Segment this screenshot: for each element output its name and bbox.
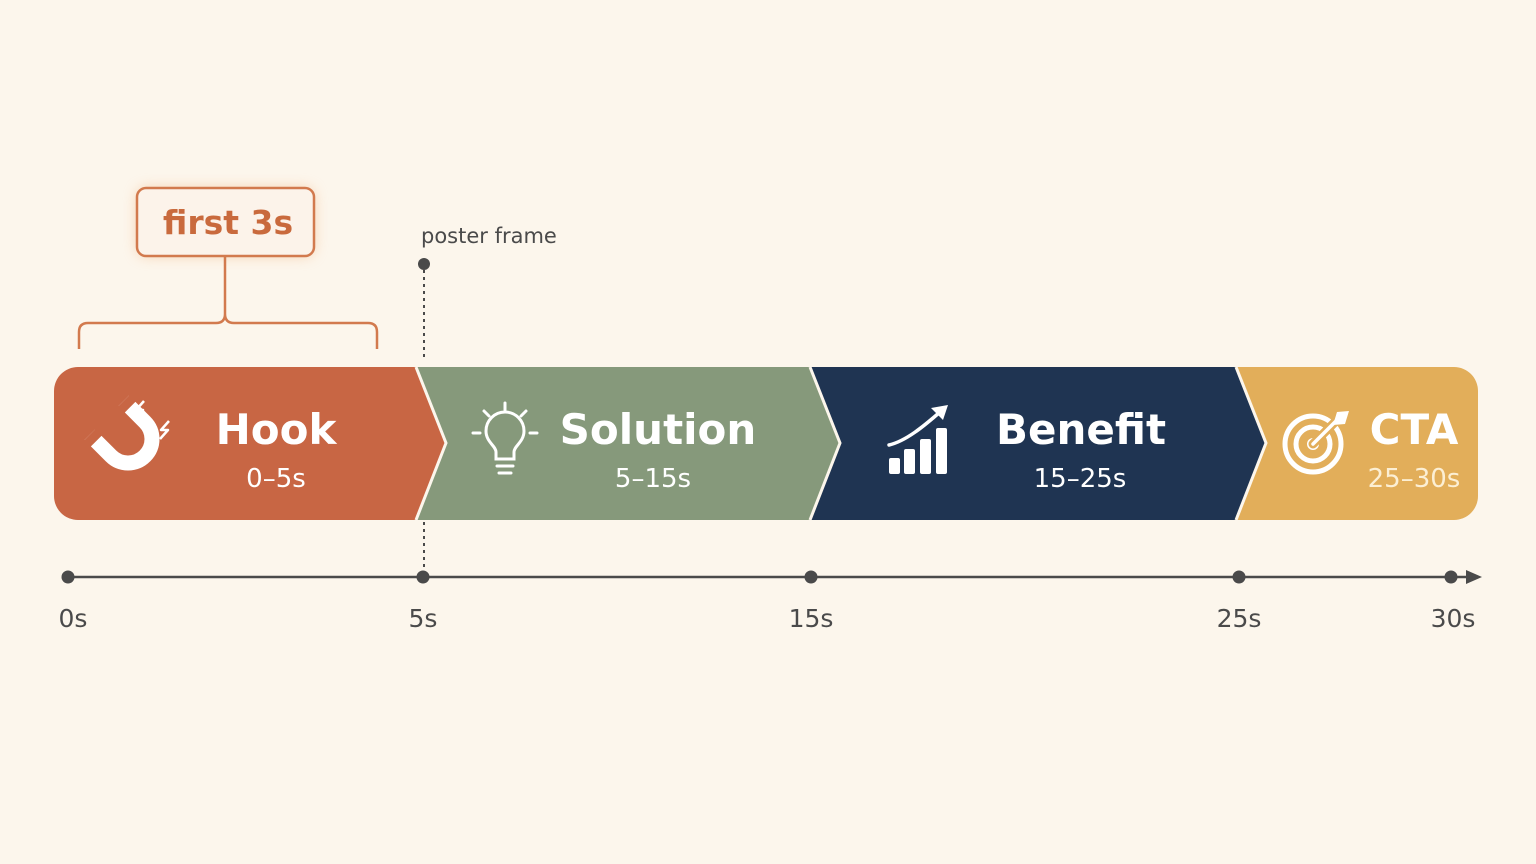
- axis-tick-dot-30s: [1444, 570, 1458, 584]
- time-axis: 0s 5s 15s 25s 30s: [59, 570, 1482, 633]
- hook-range: 0–5s: [246, 464, 306, 494]
- axis-tick-label-5s: 5s: [409, 604, 438, 633]
- divider-benefit-cta: [1234, 367, 1268, 520]
- first-3s-callout: first 3s: [77, 186, 379, 349]
- segment-solution: [416, 367, 840, 520]
- cta-range: 25–30s: [1368, 464, 1461, 494]
- solution-title: Solution: [560, 405, 757, 454]
- solution-range: 5–15s: [615, 464, 691, 494]
- segment-bar: [54, 367, 1478, 520]
- callout-label: first 3s: [163, 203, 293, 242]
- axis-tick-dot-5s: [416, 570, 430, 584]
- axis-tick-dot-15s: [804, 570, 818, 584]
- axis-arrowhead: [1466, 570, 1482, 584]
- benefit-range: 15–25s: [1034, 464, 1127, 494]
- segment-hook: [54, 367, 446, 520]
- poster-frame-dot: [418, 258, 430, 270]
- axis-tick-label-25s: 25s: [1217, 604, 1262, 633]
- segment-cta: [1236, 367, 1478, 520]
- divider-hook-solution: [414, 367, 448, 520]
- axis-tick-dot-25s: [1232, 570, 1246, 584]
- axis-tick-label-30s: 30s: [1431, 604, 1476, 633]
- growth-chart-icon: [887, 405, 948, 474]
- lightbulb-icon: [471, 401, 539, 475]
- callout-bracket: [77, 256, 379, 349]
- axis-tick-label-15s: 15s: [789, 604, 834, 633]
- poster-frame-marker: poster frame: [418, 224, 557, 360]
- segment-benefit: [810, 367, 1266, 520]
- axis-tick-dot-0s: [61, 570, 75, 584]
- divider-solution-benefit: [808, 367, 842, 520]
- axis-tick-label-0s: 0s: [59, 604, 88, 633]
- cta-title: CTA: [1370, 405, 1459, 454]
- poster-frame-label: poster frame: [421, 224, 557, 248]
- benefit-title: Benefit: [996, 405, 1166, 454]
- target-icon: [1282, 411, 1349, 475]
- magnet-icon: [83, 394, 170, 471]
- hook-title: Hook: [216, 405, 338, 454]
